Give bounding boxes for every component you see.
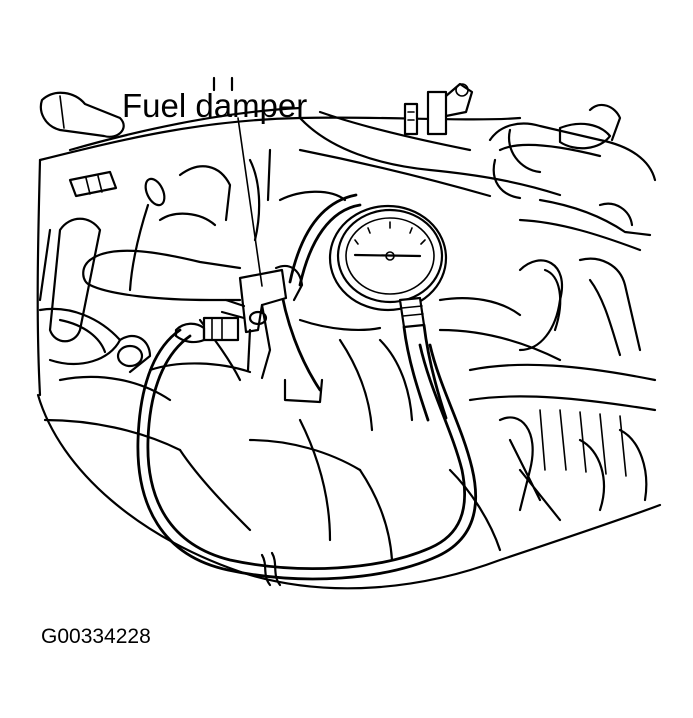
fuel-damper-label: Fuel damper xyxy=(122,87,307,124)
figure-code: G00334228 xyxy=(41,625,151,648)
engine-compartment xyxy=(36,76,662,590)
fuel-damper xyxy=(174,264,304,380)
fuel-damper-callout: Fuel damper xyxy=(122,87,307,287)
fuel-pressure-gauge xyxy=(328,204,448,422)
gauge-hose xyxy=(136,193,478,587)
callout-leader-line xyxy=(237,117,263,287)
